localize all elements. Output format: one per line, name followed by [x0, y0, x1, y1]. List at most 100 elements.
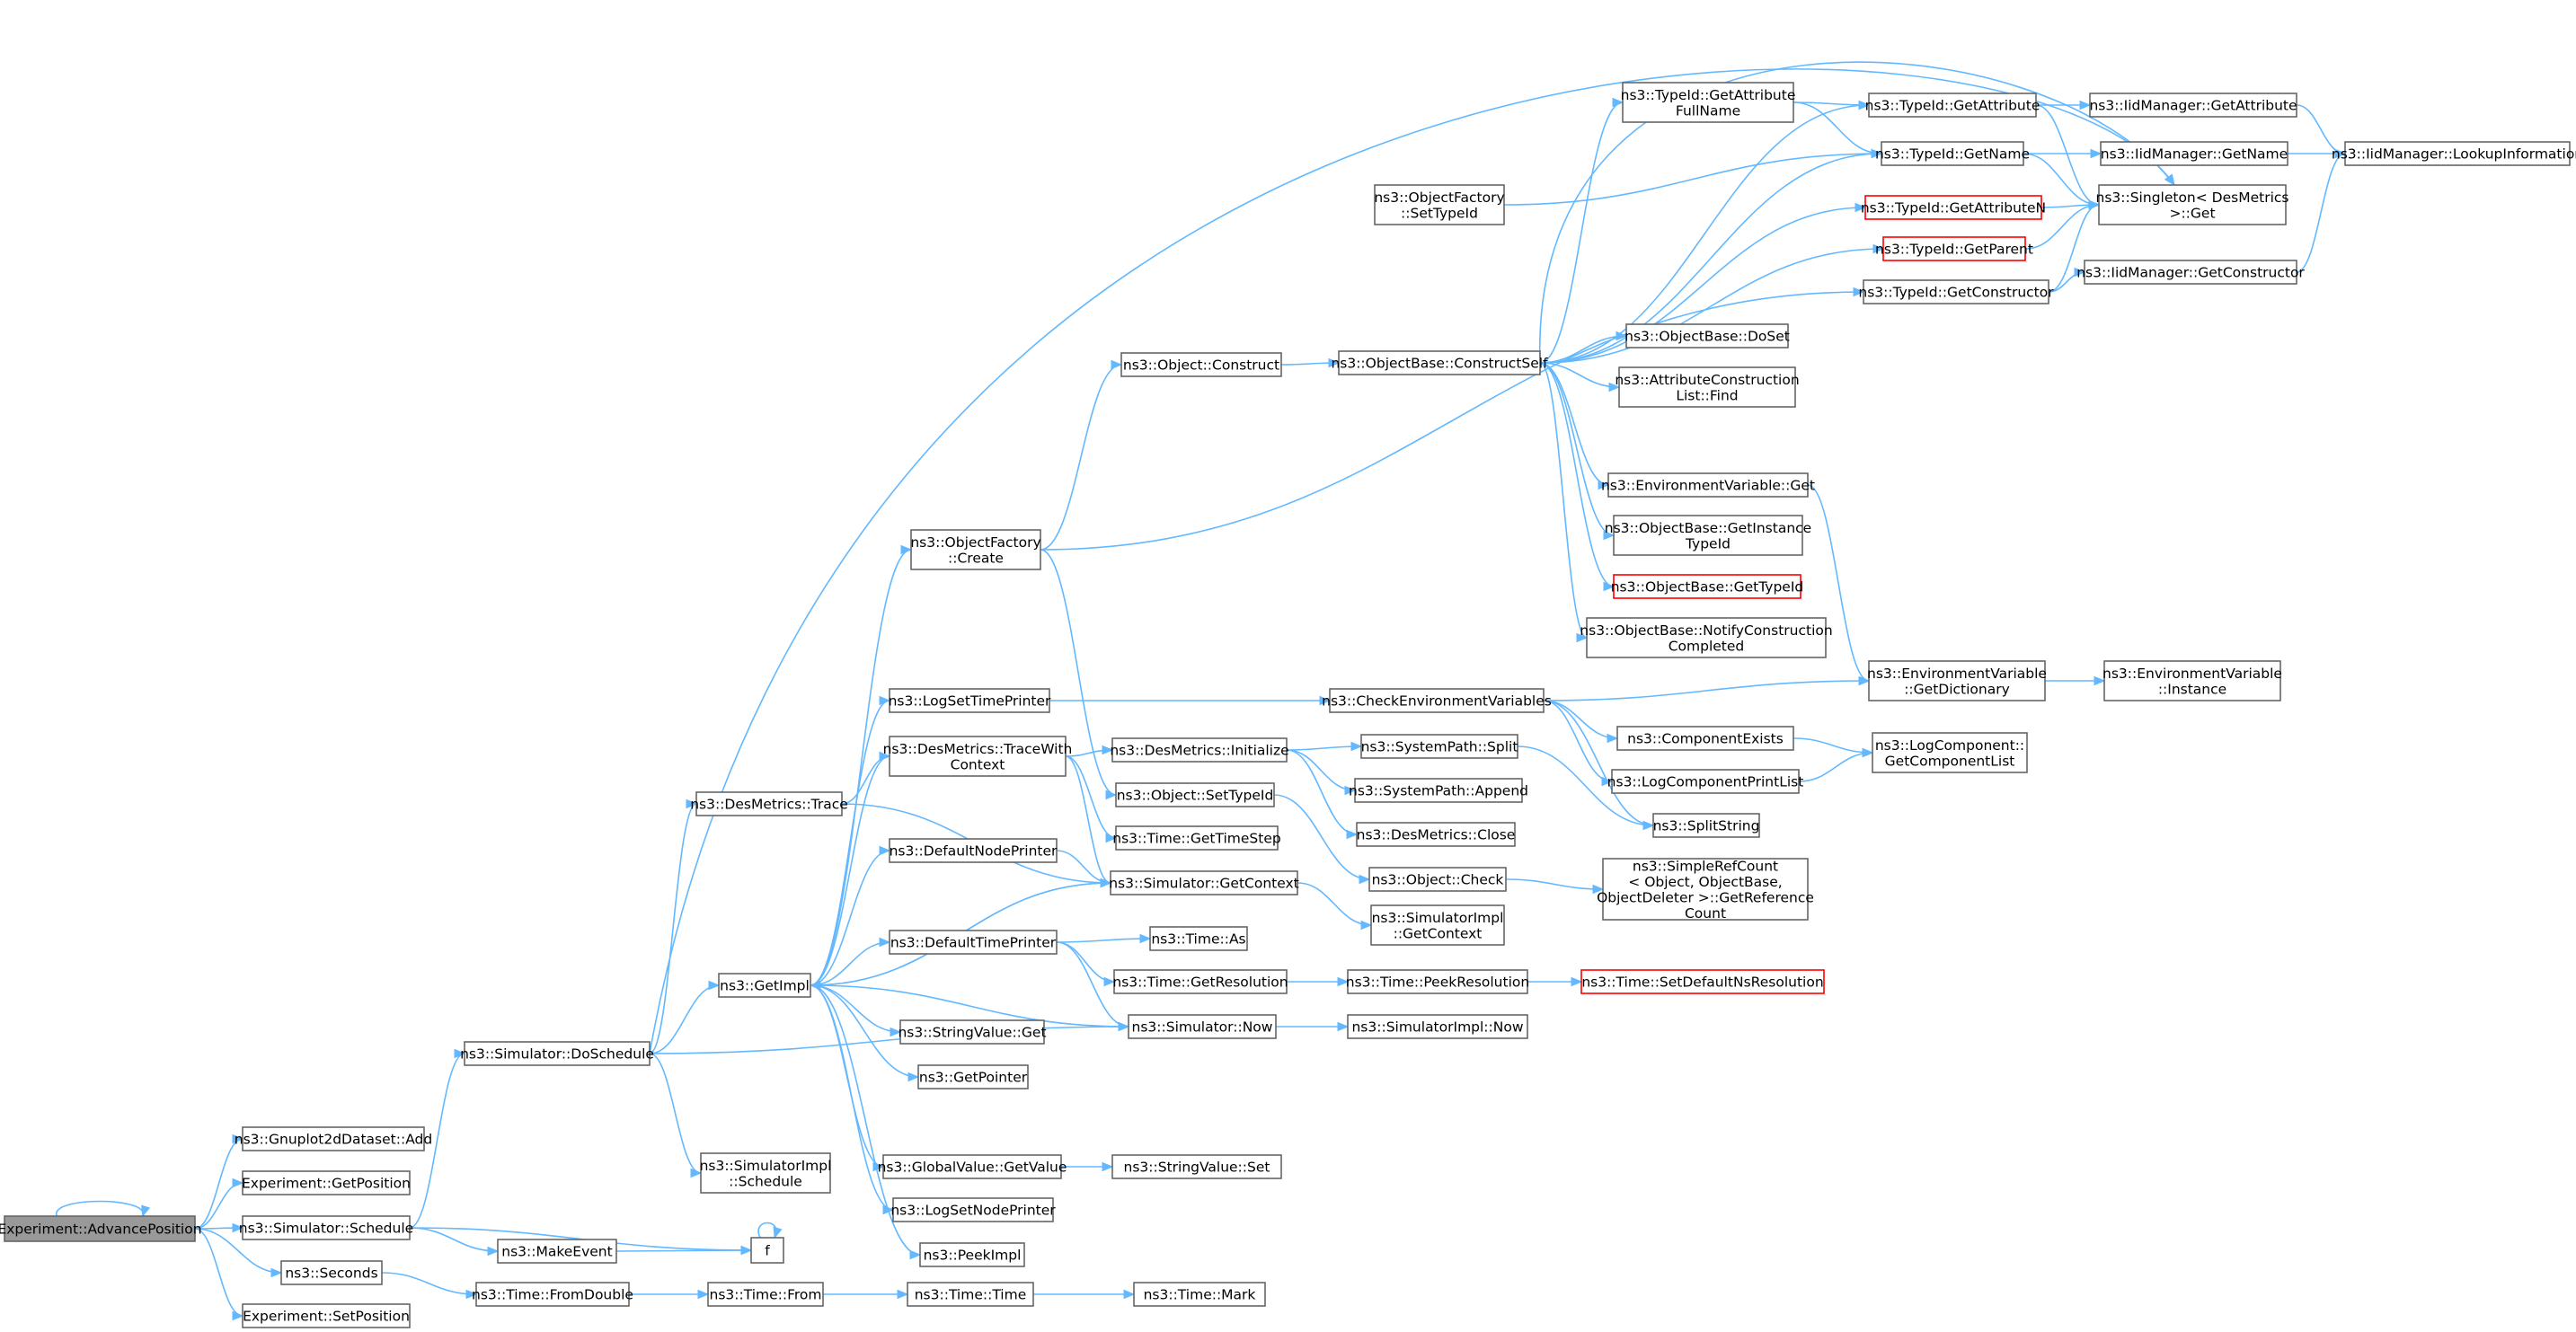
- edge-arrowhead: [897, 1289, 909, 1300]
- node-defTimePrinter[interactable]: ns3::DefaultTimePrinter: [889, 930, 1058, 955]
- node-logSetNodePrinter[interactable]: ns3::LogSetNodePrinter: [890, 1197, 1056, 1222]
- node-objBaseGetTypeId[interactable]: ns3::ObjectBase::GetTypeId: [1611, 574, 1804, 599]
- edge-line: [1539, 104, 1870, 364]
- node-dmClose[interactable]: ns3::DesMetrics::Close: [1356, 822, 1516, 847]
- node-peekImpl[interactable]: ns3::PeekImpl: [919, 1242, 1025, 1267]
- node-f[interactable]: f: [750, 1237, 784, 1264]
- node-simImplNow[interactable]: ns3::SimulatorImpl::Now: [1347, 1014, 1528, 1039]
- edge-timeTime-to-timeMark: [1033, 1289, 1136, 1300]
- node-splitString[interactable]: ns3::SplitString: [1652, 813, 1760, 838]
- edge-arrowhead: [1855, 202, 1867, 213]
- edge-typeIdGetName-to-iidGetName: [2023, 148, 2102, 159]
- node-logComponentGetList[interactable]: ns3::LogComponent::GetComponentList: [1872, 732, 2028, 773]
- node-label: ns3::StringValue::Set: [1124, 1160, 1270, 1176]
- node-dmInitialize[interactable]: ns3::DesMetrics::Initialize: [1110, 737, 1289, 763]
- node-timeTime[interactable]: ns3::Time::Time: [907, 1282, 1034, 1307]
- node-sysPathAppend[interactable]: ns3::SystemPath::Append: [1349, 778, 1528, 803]
- node-constructSelf[interactable]: ns3::ObjectBase::ConstructSelf: [1331, 350, 1548, 375]
- node-timeGetTimeStep[interactable]: ns3::Time::GetTimeStep: [1112, 825, 1281, 851]
- node-timeFrom[interactable]: ns3::Time::From: [707, 1282, 824, 1307]
- node-timeMark[interactable]: ns3::Time::Mark: [1133, 1282, 1266, 1307]
- edge-line: [1040, 291, 1864, 551]
- node-seconds[interactable]: ns3::Seconds: [280, 1260, 383, 1285]
- node-peekResolution[interactable]: ns3::Time::PeekResolution: [1346, 969, 1529, 994]
- edge-objFactCreate-to-objSetTypeId: [1040, 549, 1118, 800]
- node-envVarGetDictionary[interactable]: ns3::EnvironmentVariable::GetDictionary: [1867, 660, 2047, 701]
- node-box: [889, 838, 1058, 863]
- node-box: [1356, 822, 1516, 847]
- node-objBaseDoSet[interactable]: ns3::ObjectBase::DoSet: [1624, 323, 1790, 348]
- self-loop-root: [56, 1200, 151, 1218]
- node-label: ns3::TypeId::GetName: [1875, 146, 2030, 163]
- node-timeAs[interactable]: ns3::Time::As: [1149, 926, 1248, 951]
- edge-line: [2048, 204, 2100, 293]
- node-typeIdGetName[interactable]: ns3::TypeId::GetName: [1875, 141, 2030, 166]
- node-objFactCreate[interactable]: ns3::ObjectFactory::Create: [910, 529, 1041, 570]
- node-stringValueSet[interactable]: ns3::StringValue::Set: [1111, 1154, 1282, 1179]
- node-logSetTimePrinter[interactable]: ns3::LogSetTimePrinter: [889, 688, 1051, 713]
- node-box: [2084, 260, 2297, 285]
- edge-line: [56, 1200, 144, 1217]
- node-getPointer[interactable]: ns3::GetPointer: [917, 1064, 1029, 1089]
- node-box: [700, 1152, 831, 1194]
- node-defNodePrinter[interactable]: ns3::DefaultNodePrinter: [889, 838, 1058, 863]
- node-timeGetResolution[interactable]: ns3::Time::GetResolution: [1112, 969, 1288, 994]
- node-getPos[interactable]: Experiment::GetPosition: [242, 1170, 411, 1195]
- node-label: ns3::TypeId::GetAttributeN: [1861, 200, 2046, 216]
- node-envVarGet[interactable]: ns3::EnvironmentVariable::Get: [1601, 472, 1815, 498]
- node-stringValueGet[interactable]: ns3::StringValue::Get: [898, 1019, 1047, 1045]
- node-sysPathSplit[interactable]: ns3::SystemPath::Split: [1360, 734, 1518, 759]
- edge-line: [1543, 700, 1618, 739]
- edge-line: [1539, 362, 1609, 486]
- node-gnuplotAdd[interactable]: ns3::Gnuplot2dDataset::Add: [235, 1126, 432, 1151]
- node-objCheck[interactable]: ns3::Object::Check: [1368, 867, 1507, 892]
- node-typeIdGetConstructor[interactable]: ns3::TypeId::GetConstructor: [1858, 279, 2054, 304]
- node-simImplSchedule[interactable]: ns3::SimulatorImpl::Schedule: [700, 1152, 832, 1194]
- node-typeIdGetParent[interactable]: ns3::TypeId::GetParent: [1875, 236, 2033, 261]
- node-iidLookupInformation[interactable]: ns3::IidManager::LookupInformation: [2332, 141, 2576, 166]
- edge-line: [810, 984, 894, 1211]
- edge-arrowhead: [487, 1246, 500, 1257]
- node-simSchedule[interactable]: ns3::Simulator::Schedule: [239, 1215, 413, 1240]
- edge-arrowhead: [1328, 357, 1341, 368]
- node-typeIdGetAttribute[interactable]: ns3::TypeId::GetAttribute: [1865, 93, 2040, 118]
- node-getImpl[interactable]: ns3::GetImpl: [718, 973, 811, 998]
- node-label: ns3::TypeId::GetParent: [1875, 242, 2033, 258]
- node-logComponentPrintList[interactable]: ns3::LogComponentPrintList: [1607, 769, 1804, 794]
- node-typeIdGetAttributeN[interactable]: ns3::TypeId::GetAttributeN: [1861, 195, 2046, 220]
- node-setDefaultNsResolution[interactable]: ns3::Time::SetDefaultNsResolution: [1580, 969, 1825, 994]
- node-root[interactable]: Experiment::AdvancePosition: [0, 1215, 202, 1242]
- node-singletonGet[interactable]: ns3::Singleton< DesMetrics>::Get: [2096, 184, 2289, 225]
- node-iidGetConstructor[interactable]: ns3::IidManager::GetConstructor: [2076, 260, 2305, 285]
- node-makeEvent[interactable]: ns3::MakeEvent: [497, 1239, 617, 1264]
- node-iidGetAttribute[interactable]: ns3::IidManager::GetAttribute: [2089, 93, 2297, 118]
- node-envVarInstance[interactable]: ns3::EnvironmentVariable::Instance: [2102, 660, 2282, 701]
- node-objSetTypeId[interactable]: ns3::Object::SetTypeId: [1115, 782, 1275, 807]
- node-box: [1113, 969, 1288, 994]
- edge-arrowhead: [879, 845, 891, 856]
- node-label: ns3::ObjectBase::GetTypeId: [1611, 579, 1804, 595]
- node-fromDouble[interactable]: ns3::Time::FromDouble: [472, 1282, 633, 1307]
- node-simNow[interactable]: ns3::Simulator::Now: [1128, 1014, 1277, 1039]
- node-doSchedule[interactable]: ns3::Simulator::DoSchedule: [460, 1041, 654, 1066]
- node-iidGetName[interactable]: ns3::IidManager::GetName: [2100, 141, 2288, 166]
- node-simGetContext[interactable]: ns3::Simulator::GetContext: [1109, 870, 1299, 895]
- node-componentExists[interactable]: ns3::ComponentExists: [1616, 726, 1794, 751]
- node-dmTrace[interactable]: ns3::DesMetrics::Trace: [690, 791, 848, 816]
- node-simImplGetContext[interactable]: ns3::SimulatorImpl::GetContext: [1370, 904, 1505, 946]
- node-setPos[interactable]: Experiment::SetPosition: [242, 1303, 411, 1328]
- node-checkEnvVars[interactable]: ns3::CheckEnvironmentVariables: [1322, 688, 1552, 713]
- node-globalGetValue[interactable]: ns3::GlobalValue::GetValue: [878, 1154, 1067, 1179]
- node-objFactSetTypeId[interactable]: ns3::ObjectFactory::SetTypeId: [1374, 184, 1505, 225]
- node-objConstruct[interactable]: ns3::Object::Construct: [1120, 352, 1282, 377]
- edge-line: [1539, 362, 1615, 587]
- edge-arrowhead: [1871, 148, 1883, 159]
- edge-line: [2035, 104, 2100, 206]
- node-notifyConstructionCompleted[interactable]: ns3::ObjectBase::NotifyConstructionCompl…: [1580, 617, 1833, 658]
- node-simpleRefCount[interactable]: ns3::SimpleRefCount< Object, ObjectBase,…: [1597, 858, 1814, 922]
- edge-line: [194, 1182, 243, 1230]
